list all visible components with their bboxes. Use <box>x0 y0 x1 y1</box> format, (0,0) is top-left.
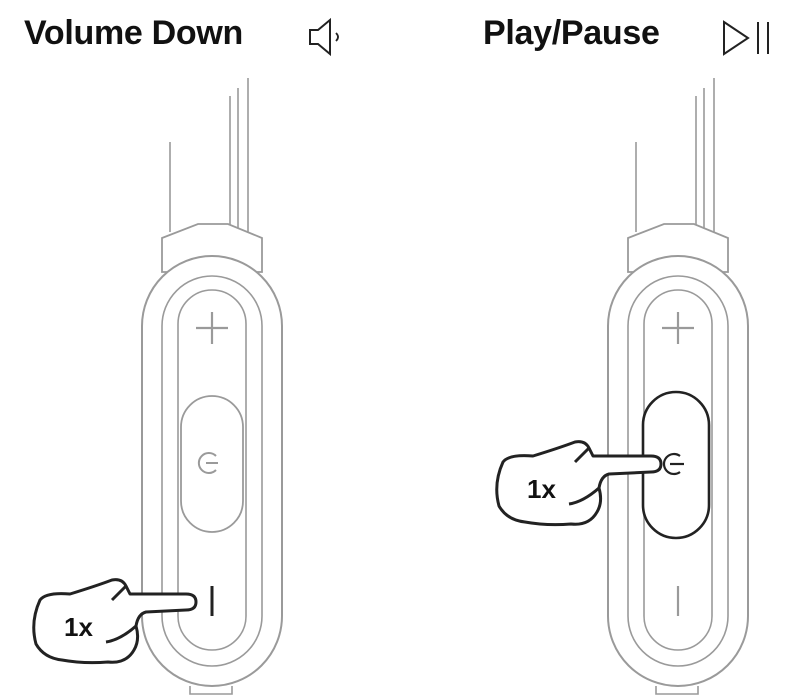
press-count-label: 1x <box>64 612 93 642</box>
panel-play-pause: Play/Pause <box>393 0 786 698</box>
remote-connector <box>189 686 233 695</box>
pointing-hand-icon <box>495 440 663 527</box>
volume-up-button[interactable] <box>196 312 228 344</box>
play-pause-icon <box>723 20 769 56</box>
cable <box>635 78 715 232</box>
press-count-label: 1x <box>527 474 556 504</box>
power-center-icon <box>662 452 684 476</box>
remote-connector <box>655 686 699 695</box>
cable <box>169 78 249 232</box>
speaker-volume-down-icon <box>309 17 339 57</box>
panel-title: Play/Pause <box>483 14 660 52</box>
inline-remote: 1x <box>32 78 283 695</box>
volume-up-button[interactable] <box>662 312 694 344</box>
inline-remote: 1x <box>495 78 749 695</box>
pointing-hand-icon <box>32 578 198 665</box>
panel-volume-down: Volume Down <box>24 14 339 695</box>
power-center-icon <box>197 452 218 474</box>
panel-title: Volume Down <box>24 14 243 52</box>
